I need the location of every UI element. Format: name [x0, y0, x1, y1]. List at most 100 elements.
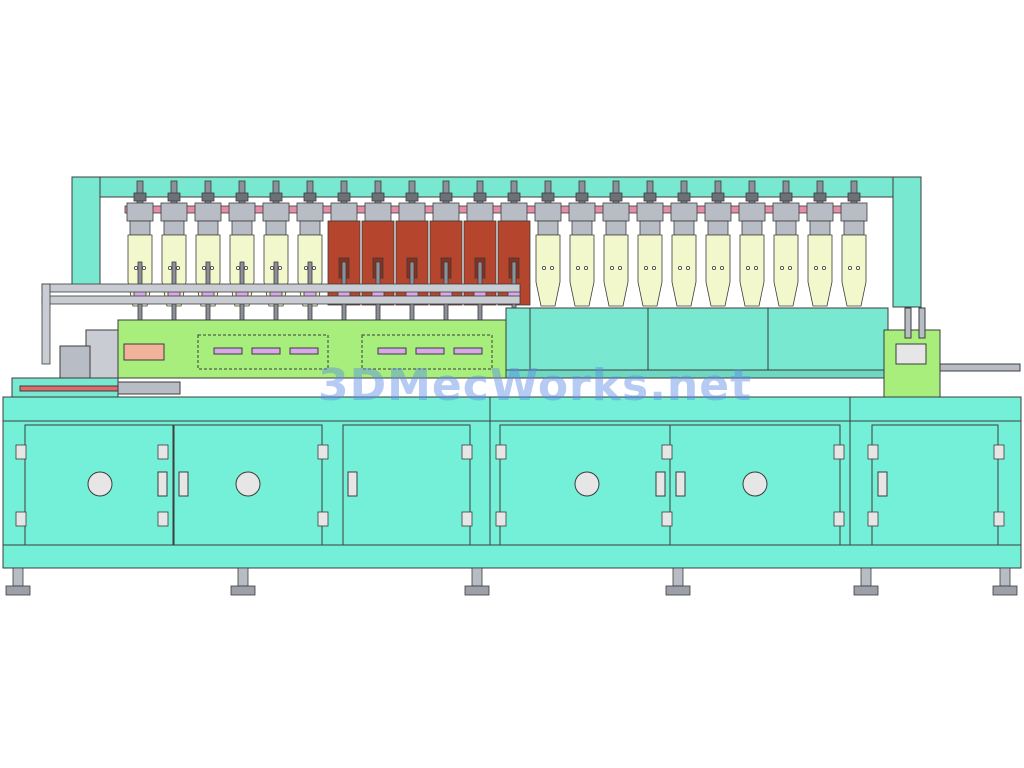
- head-cap: [575, 192, 589, 202]
- head-clamp: [537, 220, 559, 236]
- horn-hole: [712, 265, 717, 270]
- welding-head: [568, 180, 596, 307]
- head-cylinder: [670, 202, 698, 222]
- head-cap: [507, 192, 521, 202]
- welding-head: [670, 180, 698, 307]
- feeder-shaft: [939, 363, 1021, 372]
- head-clamp: [639, 220, 661, 236]
- foot-stem: [471, 567, 483, 587]
- foot-pad: [464, 585, 490, 596]
- left-unit: [11, 329, 181, 399]
- head-cap: [371, 192, 385, 202]
- door-hinge: [157, 511, 169, 527]
- head-clamp: [843, 220, 865, 236]
- horn-hole: [644, 265, 649, 270]
- horn-hole: [618, 265, 623, 270]
- sonotrode-horn: [705, 234, 731, 307]
- head-cylinder: [194, 202, 222, 222]
- feeder-head: [895, 343, 927, 365]
- door-hinge: [867, 511, 879, 527]
- head-cap: [643, 192, 657, 202]
- vent-port-3: [574, 471, 600, 497]
- top-frame: [71, 176, 922, 308]
- horn-hole: [780, 265, 785, 270]
- sonotrode-horn: [535, 234, 561, 307]
- door-hinge: [15, 444, 27, 460]
- head-cylinder: [398, 202, 426, 222]
- door-handle-6: [877, 471, 888, 497]
- head-clamp: [265, 220, 287, 236]
- head-cap: [303, 192, 317, 202]
- leveling-feet: [5, 567, 1018, 596]
- fixture-slot-5: [415, 347, 445, 355]
- door-hinge: [461, 511, 473, 527]
- door-hinge: [661, 444, 673, 460]
- head-cylinder: [228, 202, 256, 222]
- door-handle-4: [655, 471, 666, 497]
- welding-head: [772, 180, 800, 307]
- head-cylinder: [840, 202, 868, 222]
- foot-pad: [5, 585, 31, 596]
- horn-hole: [754, 265, 759, 270]
- horn-hole: [209, 265, 214, 270]
- horn-hole: [269, 265, 274, 270]
- door-hinge: [461, 444, 473, 460]
- horn-hole: [550, 265, 555, 270]
- head-clamp: [605, 220, 627, 236]
- sonotrode-horn: [739, 234, 765, 307]
- head-cap: [439, 192, 453, 202]
- head-clamp: [231, 220, 253, 236]
- foot-stem: [860, 567, 872, 587]
- fixture-slot-1: [213, 347, 243, 355]
- horn-hole: [652, 265, 657, 270]
- head-cap: [235, 192, 249, 202]
- head-cylinder: [602, 202, 630, 222]
- housing-lower-strip: [505, 369, 889, 379]
- horn-hole: [311, 265, 316, 270]
- head-clamp: [673, 220, 695, 236]
- head-cap: [269, 192, 283, 202]
- sonotrode-horn: [637, 234, 663, 307]
- head-clamp: [741, 220, 763, 236]
- feeder-post-1: [904, 307, 912, 339]
- left-red-rail: [19, 385, 119, 392]
- head-cylinder: [772, 202, 800, 222]
- welding-head: [636, 180, 664, 307]
- head-cap: [201, 192, 215, 202]
- cabinet-bottom-rail: [2, 544, 1022, 569]
- right-housing: [505, 307, 889, 379]
- foot-stem: [999, 567, 1011, 587]
- door-hinge: [495, 511, 507, 527]
- fixture-conveyor: [117, 319, 507, 379]
- foot-pad: [665, 585, 691, 596]
- door-hinge: [15, 511, 27, 527]
- horn-hole: [678, 265, 683, 270]
- head-clamp: [197, 220, 219, 236]
- foot-stem: [12, 567, 24, 587]
- door-hinges: [15, 444, 1005, 527]
- sonotrode-horn: [841, 234, 867, 307]
- foot-pad: [230, 585, 256, 596]
- head-cylinder: [330, 202, 358, 222]
- head-cylinder: [806, 202, 834, 222]
- head-cap: [847, 192, 861, 202]
- guide-rails: [41, 283, 521, 365]
- head-cylinder: [126, 202, 154, 222]
- head-cylinder: [160, 202, 188, 222]
- head-cylinder: [466, 202, 494, 222]
- horn-hole: [542, 265, 547, 270]
- head-cap: [609, 192, 623, 202]
- head-cap: [813, 192, 827, 202]
- door-3: [342, 424, 471, 546]
- door-hinge: [317, 444, 329, 460]
- welding-head: [806, 180, 834, 307]
- welding-head: [840, 180, 868, 307]
- vent-port-4: [742, 471, 768, 497]
- horn-hole: [848, 265, 853, 270]
- head-cap: [337, 192, 351, 202]
- welding-head: [534, 180, 562, 307]
- door-hinge: [867, 444, 879, 460]
- housing-body: [505, 307, 889, 379]
- horn-hole: [610, 265, 615, 270]
